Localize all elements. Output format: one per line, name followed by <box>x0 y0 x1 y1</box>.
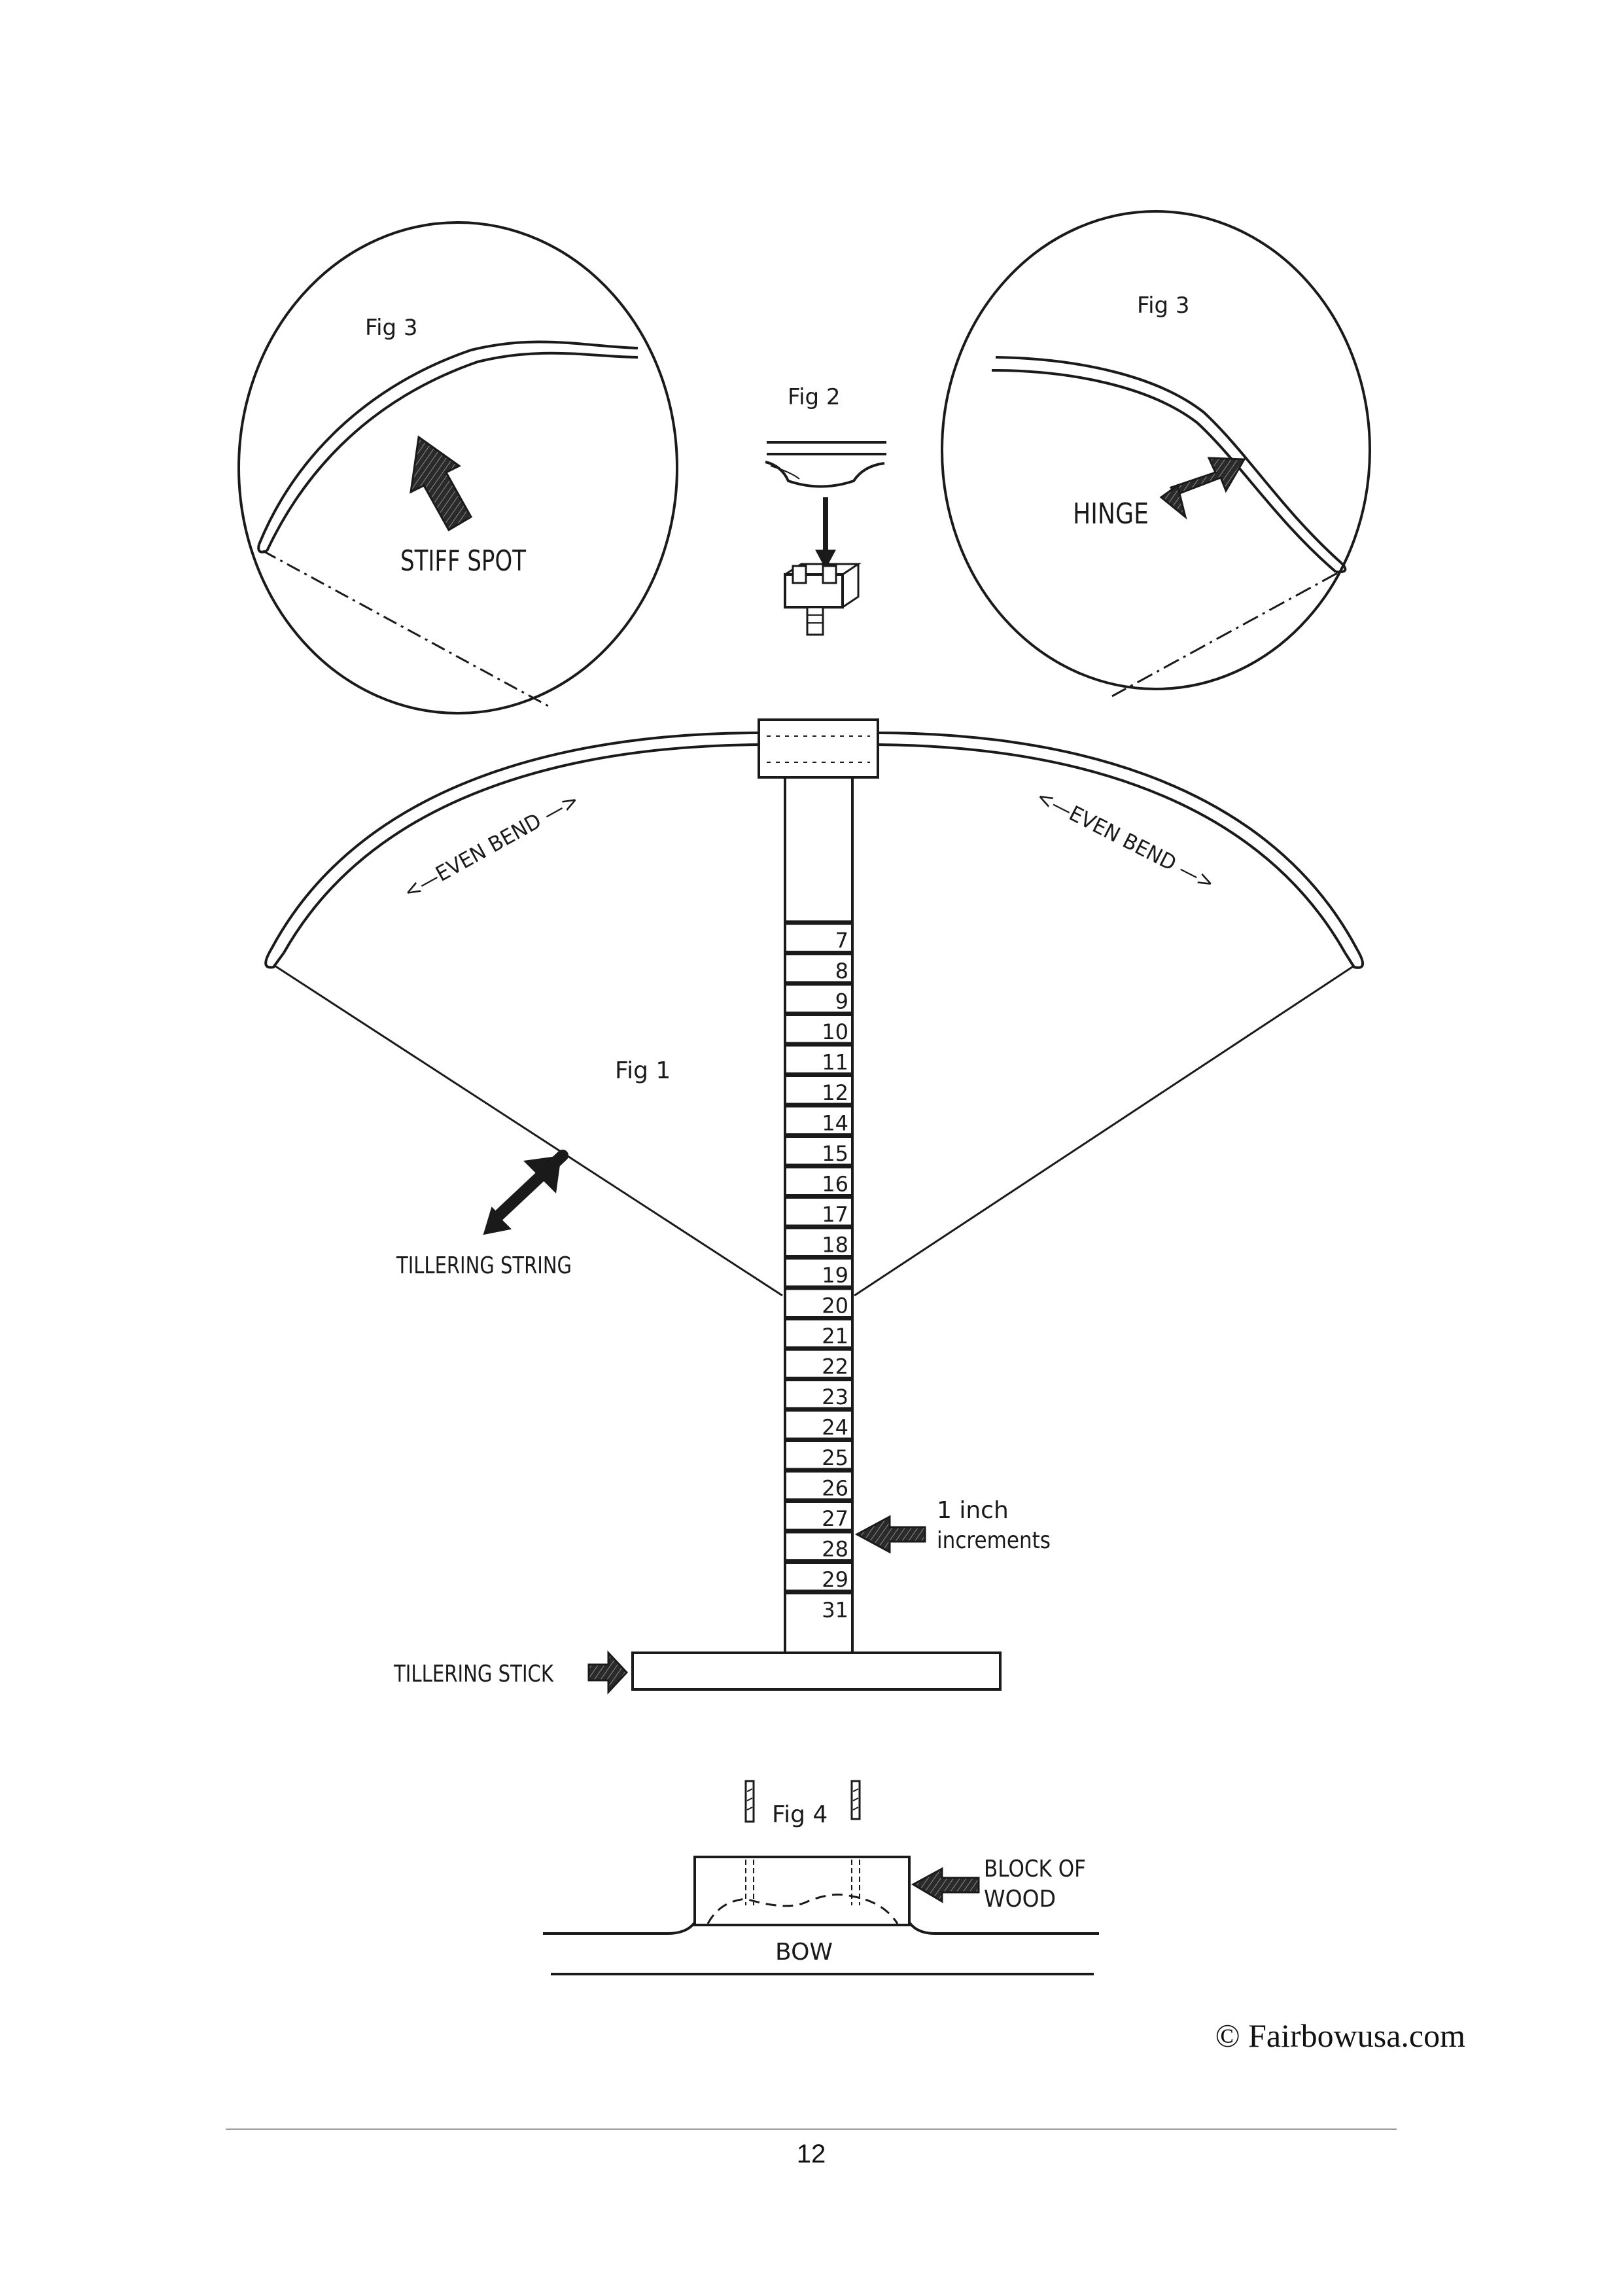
scale-mark-label: 25 <box>822 1445 848 1470</box>
scale-mark-label: 29 <box>822 1567 848 1592</box>
block-of-wood <box>693 1856 911 1926</box>
tillering-string-left <box>274 964 783 1297</box>
fig3-right-string <box>1111 572 1338 698</box>
tillering-stick-arrow <box>587 1650 629 1695</box>
scale-mark-label: 11 <box>822 1050 848 1075</box>
scale-mark-label: 8 <box>835 959 848 983</box>
even-bend-left-label: <—EVEN BEND —> <box>399 787 583 904</box>
scale-mark-label: 9 <box>835 989 848 1014</box>
fig3-right-circle <box>941 210 1371 690</box>
fig2-clamp-bolt <box>806 606 824 636</box>
fig3-left-label: Fig 3 <box>365 315 418 341</box>
block-of-wood-arrow <box>911 1867 980 1903</box>
fig1-detail: 7 8 9 10 11 12 14 15 16 17 18 19 20 21 22 23 24 25 26 27 28 2… <box>264 718 1364 1695</box>
increments-label-line2: increments <box>937 1527 1051 1554</box>
increments-label-line1: 1 inch <box>937 1497 1009 1524</box>
fig1-label: Fig 1 <box>615 1057 671 1084</box>
footer-divider <box>226 2128 1397 2130</box>
even-bend-right-label: <—EVEN BEND —> <box>1032 784 1219 895</box>
inch-scale: 7 8 9 10 11 12 14 15 16 17 18 19 20 21 22 23 24 25 26 27 28 2… <box>785 920 852 1623</box>
hinge-arrow <box>1169 457 1246 496</box>
fig3-left-detail: Fig 3 STIFF SPOT <box>237 221 678 715</box>
scale-mark-label: 17 <box>822 1202 848 1227</box>
scale-mark-label: 22 <box>822 1354 848 1379</box>
fig2-detail: Fig 2 <box>765 384 886 636</box>
bow-handle-block <box>758 718 879 779</box>
scale-mark-label: 10 <box>822 1019 848 1044</box>
tillering-stick-base <box>631 1651 1002 1691</box>
bow-right-limb <box>876 732 1358 949</box>
fig2-down-arrow-head <box>815 550 836 569</box>
scale-mark-label: 31 <box>822 1598 848 1623</box>
page-number: 12 <box>796 2140 826 2168</box>
stiff-spot-arrow <box>410 435 473 532</box>
tillering-string-right <box>854 964 1355 1297</box>
block-of-wood-label-line2: WOOD <box>984 1886 1056 1913</box>
fig2-handle-profile <box>765 461 885 488</box>
scale-mark-label: 27 <box>822 1506 848 1531</box>
stiff-spot-label: STIFF SPOT <box>400 544 526 578</box>
fig4-detail: Fig 4 BOW BLOCK OF WOOD <box>543 1780 1099 1975</box>
scale-mark-label: 24 <box>822 1415 848 1440</box>
fig3-left-circle <box>237 221 678 715</box>
fig3-left-bow-limb <box>258 340 638 545</box>
fig2-label: Fig 2 <box>788 384 841 410</box>
scale-mark-label: 21 <box>822 1324 848 1349</box>
hinge-label: HINGE <box>1073 497 1149 531</box>
fig3-right-detail: Fig 3 HINGE <box>941 210 1371 698</box>
tillering-string-label: TILLERING STRING <box>396 1252 572 1279</box>
scale-mark-label: 28 <box>822 1537 848 1562</box>
scale-mark-label: 16 <box>822 1172 848 1197</box>
scale-mark-label: 7 <box>835 928 848 953</box>
bow-label: BOW <box>775 1939 833 1966</box>
scale-mark-label: 20 <box>822 1294 848 1318</box>
scale-mark-label: 23 <box>822 1385 848 1409</box>
copyright-notice: © Fairbowusa.com <box>1215 2017 1465 2054</box>
bow-left-limb <box>270 732 759 949</box>
scale-mark-label: 15 <box>822 1141 848 1166</box>
fig3-right-bow-limb <box>995 356 1342 564</box>
fig4-label: Fig 4 <box>772 1801 828 1828</box>
increments-arrow <box>854 1515 926 1554</box>
scale-mark-label: 19 <box>822 1263 848 1288</box>
block-of-wood-label-line1: BLOCK OF <box>984 1856 1086 1882</box>
scale-mark-label: 12 <box>822 1080 848 1105</box>
scale-mark-label: 14 <box>822 1111 848 1136</box>
scale-mark-label: 26 <box>822 1476 848 1501</box>
tillering-stick-label: TILLERING STICK <box>393 1661 554 1687</box>
bow-cross-section-top <box>543 1921 1099 1935</box>
fig3-right-label: Fig 3 <box>1137 292 1190 319</box>
scale-mark-label: 18 <box>822 1233 848 1258</box>
